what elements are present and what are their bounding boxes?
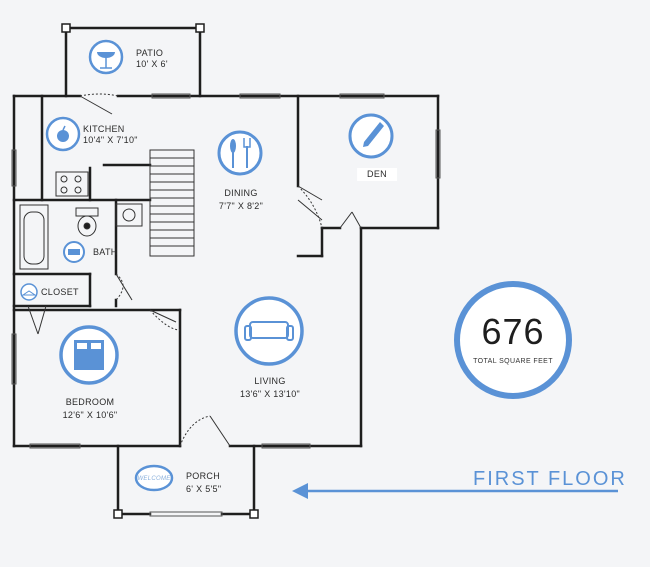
patio-dims: 10' X 6' [136, 59, 168, 69]
kitchen-dims: 10'4" X 7'10" [83, 135, 138, 145]
windows [11, 93, 441, 517]
welcome-mat-text: WELCOME [137, 476, 171, 482]
walls [12, 26, 440, 516]
pencil-icon [348, 113, 394, 159]
stairs [149, 149, 195, 257]
closet-name: CLOSET [41, 287, 79, 297]
sofa-icon [234, 296, 304, 366]
corner-posts [61, 23, 259, 519]
living-dims: 13'6" X 13'10" [239, 389, 301, 399]
total-square-feet-label: TOTAL SQUARE FEET [473, 358, 553, 365]
total-square-feet-value: 676 [481, 311, 545, 352]
toilet [75, 207, 99, 237]
bathtub [19, 204, 49, 270]
grill-icon [88, 39, 124, 75]
bedroom-name: BEDROOM [65, 397, 115, 407]
porch-dims: 6' X 5'5" [186, 484, 222, 494]
apple-icon [45, 116, 81, 152]
patio-name: PATIO [136, 48, 164, 58]
doormat-icon [134, 464, 174, 492]
porch-name: PORCH [186, 471, 221, 481]
bathtub-icon [63, 241, 85, 263]
kitchen-name: KITCHEN [83, 124, 125, 134]
total-circle [454, 281, 572, 399]
den-name: DEN [357, 168, 397, 181]
arrow-icon [292, 483, 618, 499]
bath-name: BATH [93, 247, 118, 257]
bed-icon [59, 325, 119, 385]
bath-sink [115, 203, 143, 227]
dining-dims: 7'7" X 8'2" [218, 201, 264, 211]
doors [27, 93, 362, 447]
bedroom-dims: 12'6" X 10'6" [62, 410, 118, 420]
fork-knife-icon [217, 130, 263, 176]
dining-name: DINING [224, 188, 258, 198]
floor-label: FIRST FLOOR [473, 468, 627, 490]
hanger-icon [20, 283, 38, 301]
kitchen-stove [55, 171, 89, 197]
living-name: LIVING [254, 376, 286, 386]
